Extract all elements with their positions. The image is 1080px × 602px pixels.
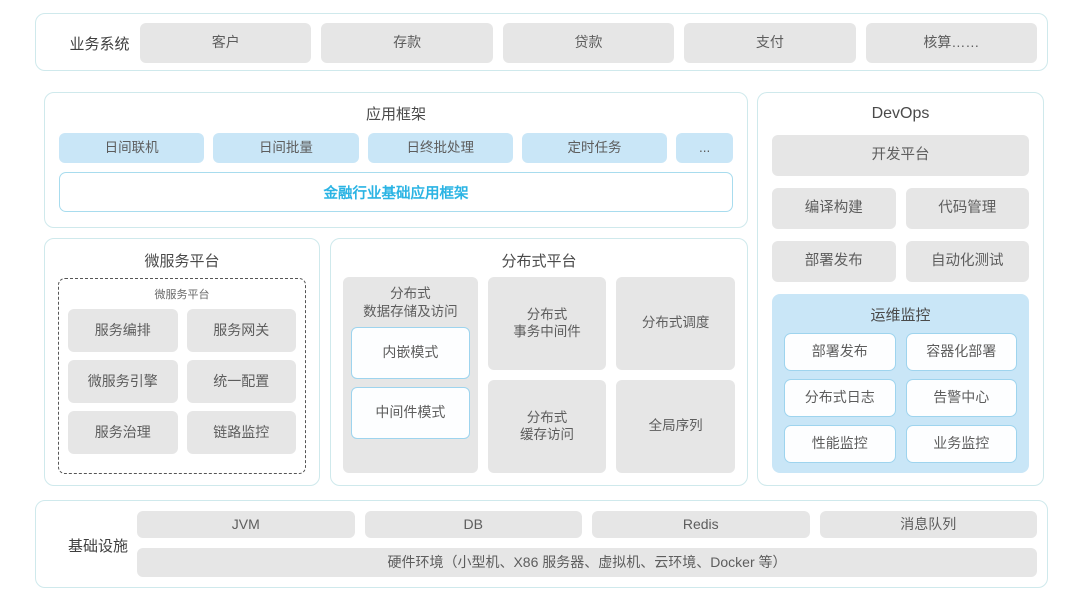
ops-monitoring-title: 运维监控	[870, 307, 931, 324]
ops-item-alert-center[interactable]: 告警中心	[905, 379, 1017, 417]
microservice-item-unified-config[interactable]: 统一配置	[186, 360, 296, 403]
microservice-dashed-group: 微服务平台 服务编排 服务网关 微服务引擎 统一配置 服务治理 链路监控	[58, 278, 306, 474]
business-chip-accounting[interactable]: 核算……	[865, 23, 1038, 63]
devops-dev-platform[interactable]: 开发平台	[772, 135, 1029, 176]
business-chip-payment[interactable]: 支付	[684, 23, 856, 63]
infrastructure-stack: JVM DB Redis 消息队列 硬件环境（小型机、X86 服务器、虚拟机、云…	[137, 511, 1037, 577]
infrastructure-chips: JVM DB Redis 消息队列	[137, 511, 1037, 539]
distributed-data-storage-line1: 分布式	[390, 286, 431, 301]
business-system-label: 业务系统	[69, 35, 130, 53]
distributed-transaction-middleware[interactable]: 分布式 事务中间件	[487, 277, 607, 370]
distributed-platform-panel: 分布式平台 分布式 数据存储及访问 内嵌模式 中间件模式 分布式 事务中间件	[330, 238, 748, 486]
appframe-chip-more[interactable]: ...	[676, 133, 733, 163]
infrastructure-row: 基础设施 JVM DB Redis 消息队列 硬件环境（小型机、X86 服务器、…	[35, 500, 1048, 588]
appframe-chip-scheduled-task[interactable]: 定时任务	[521, 133, 668, 163]
ops-item-performance-monitoring[interactable]: 性能监控	[784, 425, 896, 463]
infrastructure-label: 基础设施	[67, 537, 128, 555]
microservice-platform-title: 微服务平台	[144, 253, 220, 270]
appframe-chip-daytime-batch[interactable]: 日间批量	[213, 133, 359, 163]
application-framework-panel: 应用框架 日间联机 日间批量 日终批处理 定时任务 ... 金融行业基础应用框架	[44, 92, 748, 228]
application-framework-title: 应用框架	[365, 106, 426, 123]
distributed-mode-embedded[interactable]: 内嵌模式	[351, 327, 470, 380]
infra-chip-db[interactable]: DB	[364, 511, 582, 539]
devops-item-automated-test[interactable]: 自动化测试	[905, 241, 1029, 282]
distributed-cache-line2: 缓存访问	[520, 426, 574, 442]
ops-item-containerized-deploy[interactable]: 容器化部署	[905, 333, 1017, 371]
infra-chip-jvm[interactable]: JVM	[137, 511, 355, 539]
business-system-chips: 客户 存款 贷款 支付 核算……	[140, 23, 1038, 63]
devops-title: DevOps	[871, 105, 930, 122]
distributed-column-c: 分布式调度 全局序列	[616, 277, 736, 473]
devops-items-grid: 编译构建 代码管理 部署发布 自动化测试	[772, 188, 1029, 282]
distributed-cache-access[interactable]: 分布式 缓存访问	[487, 380, 607, 473]
distributed-cache-line1: 分布式	[526, 409, 568, 425]
appframe-chip-daytime-online[interactable]: 日间联机	[59, 133, 205, 163]
business-chip-loan[interactable]: 贷款	[502, 23, 675, 63]
application-framework-chips: 日间联机 日间批量 日终批处理 定时任务 ...	[59, 133, 733, 163]
devops-inner: 开发平台 编译构建 代码管理 部署发布 自动化测试 运维监控 部署发布 容器化部…	[772, 135, 1029, 473]
microservice-item-engine[interactable]: 微服务引擎	[68, 360, 178, 403]
distributed-scheduling[interactable]: 分布式调度	[616, 277, 736, 370]
appframe-chip-eod-batch[interactable]: 日终批处理	[367, 133, 513, 163]
ops-monitoring-card: 运维监控 部署发布 容器化部署 分布式日志 告警中心 性能监控 业务监控	[772, 294, 1029, 473]
distributed-transaction-line1: 分布式	[526, 306, 568, 322]
ops-item-distributed-log[interactable]: 分布式日志	[784, 379, 896, 417]
infra-chip-redis[interactable]: Redis	[592, 511, 810, 539]
microservice-inner-title: 微服务平台	[154, 289, 210, 301]
distributed-transaction-line2: 事务中间件	[513, 323, 581, 339]
finance-base-framework-banner: 金融行业基础应用框架	[59, 172, 733, 212]
ops-monitoring-grid: 部署发布 容器化部署 分布式日志 告警中心 性能监控 业务监控	[784, 333, 1017, 463]
microservice-item-governance[interactable]: 服务治理	[68, 411, 178, 454]
microservice-item-gateway[interactable]: 服务网关	[186, 309, 296, 352]
ops-item-deploy-release[interactable]: 部署发布	[784, 333, 896, 371]
devops-panel: DevOps 开发平台 编译构建 代码管理 部署发布 自动化测试 运维监控 部署…	[757, 92, 1044, 486]
microservice-platform-panel: 微服务平台 微服务平台 服务编排 服务网关 微服务引擎 统一配置 服务治理 链路…	[44, 238, 320, 486]
ops-item-business-monitoring[interactable]: 业务监控	[905, 425, 1017, 463]
devops-item-code-management[interactable]: 代码管理	[905, 188, 1029, 229]
business-system-row: 业务系统 客户 存款 贷款 支付 核算……	[35, 13, 1048, 71]
infra-chip-message-queue[interactable]: 消息队列	[819, 511, 1037, 539]
distributed-column-b: 分布式 事务中间件 分布式 缓存访问	[487, 277, 607, 473]
distributed-global-sequence[interactable]: 全局序列	[616, 380, 736, 473]
distributed-data-storage-line2: 数据存储及访问	[363, 303, 458, 319]
business-chip-deposit[interactable]: 存款	[321, 23, 493, 63]
distributed-data-storage-header: 分布式 数据存储及访问	[351, 285, 470, 320]
microservice-item-tracing[interactable]: 链路监控	[186, 411, 296, 454]
microservice-items-grid: 服务编排 服务网关 微服务引擎 统一配置 服务治理 链路监控	[68, 309, 296, 454]
infra-hardware-environment[interactable]: 硬件环境（小型机、X86 服务器、虚拟机、云环境、Docker 等）	[137, 548, 1037, 577]
business-chip-customer[interactable]: 客户	[140, 23, 312, 63]
distributed-platform-title: 分布式平台	[501, 253, 577, 270]
distributed-data-storage-card[interactable]: 分布式 数据存储及访问 内嵌模式 中间件模式	[343, 277, 478, 473]
distributed-mode-middleware[interactable]: 中间件模式	[351, 387, 470, 440]
devops-item-compile-build[interactable]: 编译构建	[772, 188, 896, 229]
distributed-columns: 分布式 数据存储及访问 内嵌模式 中间件模式 分布式 事务中间件 分布式 缓存访…	[343, 277, 736, 473]
microservice-item-orchestration[interactable]: 服务编排	[68, 309, 178, 352]
devops-item-deploy-release[interactable]: 部署发布	[772, 241, 896, 282]
